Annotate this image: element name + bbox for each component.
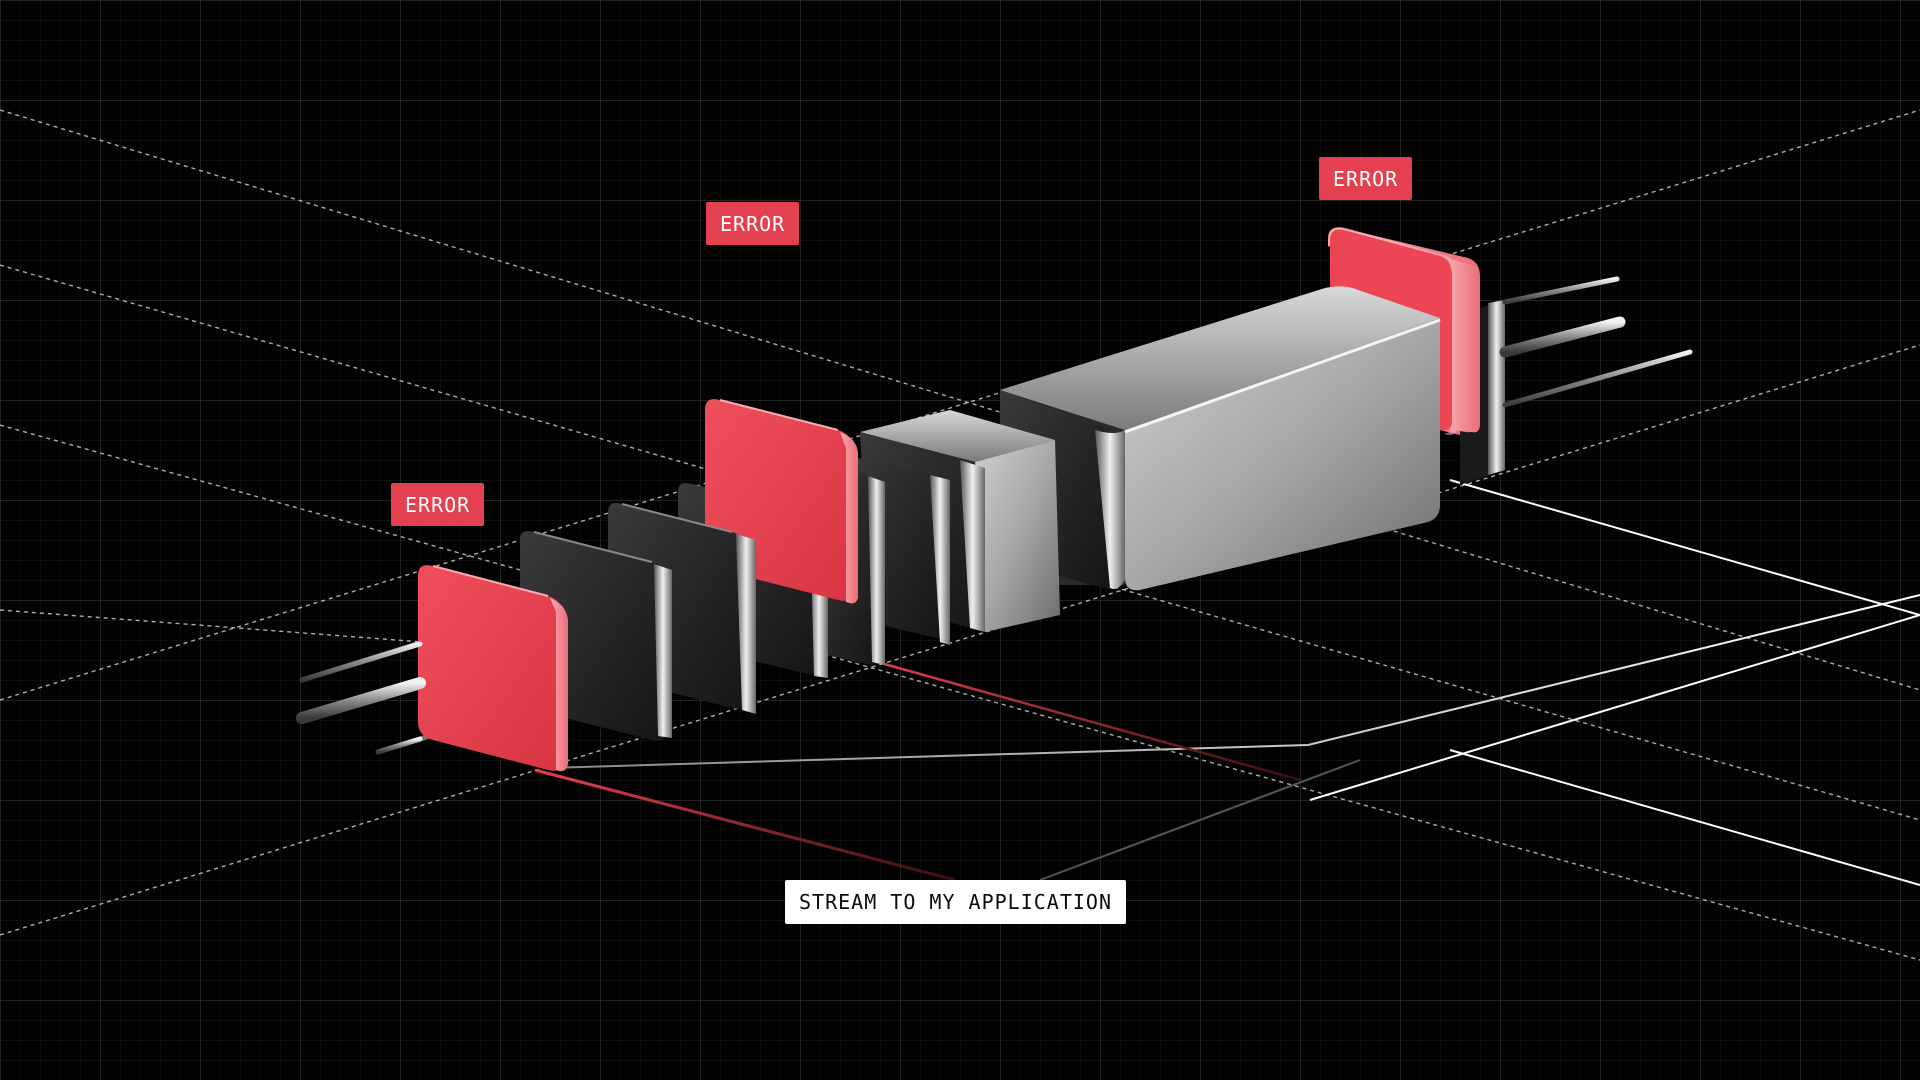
right-pins xyxy=(1499,276,1693,408)
error-label-left: ERROR xyxy=(391,483,485,526)
error-label-middle: ERROR xyxy=(706,202,800,245)
guide-line xyxy=(0,609,661,661)
guide-lines xyxy=(0,109,1920,961)
left-pins-front xyxy=(296,641,426,755)
large-metal-block xyxy=(1000,286,1441,591)
error-plate-left xyxy=(418,565,568,772)
middle-pins xyxy=(739,242,805,423)
stream-line-red-upper xyxy=(869,658,1301,782)
stream-line-fade xyxy=(1039,759,1361,881)
floor-line-right xyxy=(1449,749,1920,886)
pin xyxy=(1502,349,1693,408)
stream-line-red xyxy=(534,768,956,882)
error-label-right: ERROR xyxy=(1319,157,1413,200)
floor-line-back xyxy=(1309,479,1920,801)
guide-line xyxy=(0,109,1920,701)
guide-line xyxy=(0,109,1920,691)
guide-line xyxy=(0,344,1920,936)
floor-line-front xyxy=(547,594,1920,769)
pin xyxy=(1502,276,1620,305)
floor-lines xyxy=(534,479,1920,886)
guide-line xyxy=(0,264,1920,821)
pin xyxy=(1499,316,1626,358)
stream-to-application-label: STREAM TO MY APPLICATION xyxy=(785,880,1126,924)
